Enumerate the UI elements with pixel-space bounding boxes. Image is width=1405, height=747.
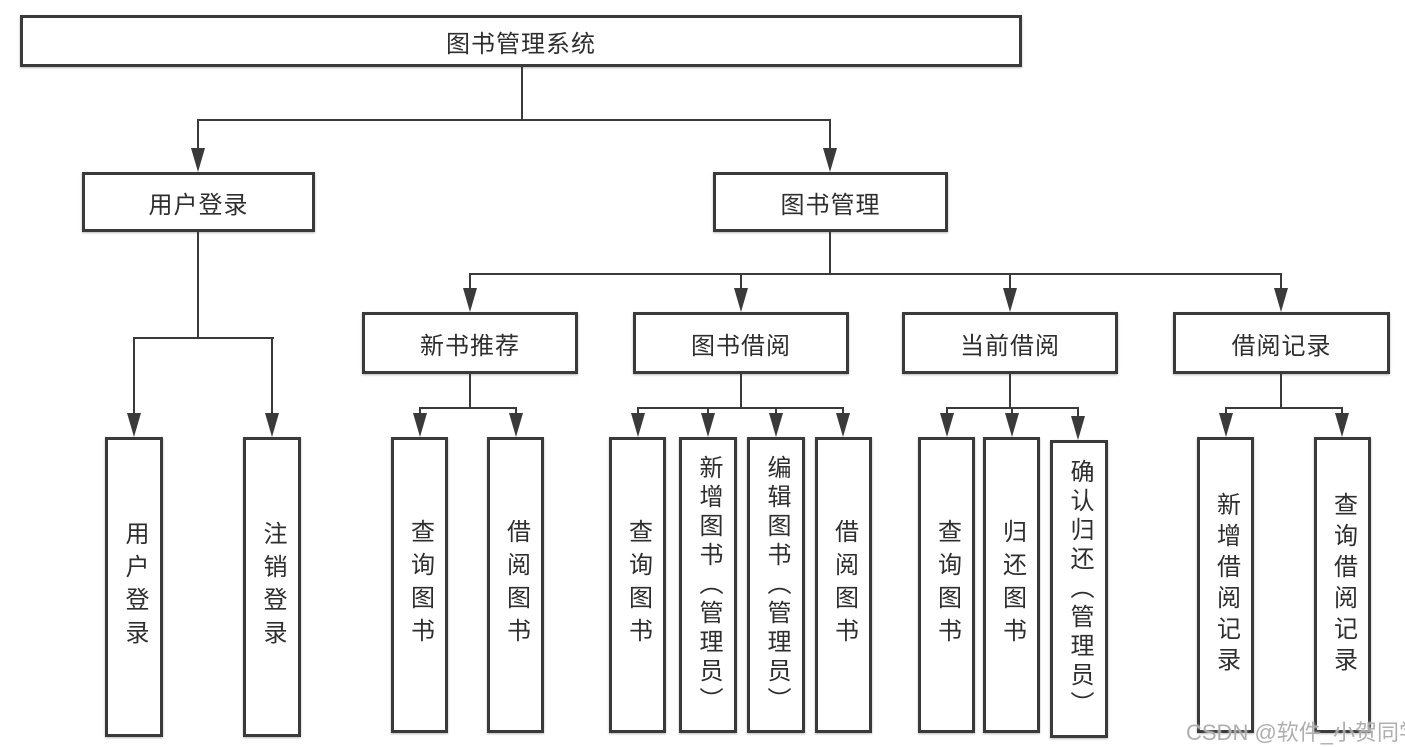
arrow-down-icon [1005,413,1019,437]
connector-nbr-query-shaft [419,407,421,415]
arrow-down-icon [265,413,279,437]
csdn-watermark: CSDN @软件_小贺同学 [1186,720,1405,745]
connector-nbr-hline [419,407,517,409]
node-cb-return-book: 归还图书 [983,437,1040,733]
node-bb-query-book: 查询图书 [609,437,666,733]
node-bb-add-book-label: 新增图书（管理员） [695,454,722,716]
connector-borrow-records-shaft [1280,273,1282,290]
connector-bb-stem [740,374,742,407]
node-bb-borrow-book-label: 借阅图书 [830,519,858,651]
connector-nbr-stem [469,374,471,407]
connector-book-borrow-shaft [740,273,742,290]
arrow-down-icon [1219,413,1233,437]
node-logout-label: 注销登录 [259,521,286,653]
connector-br-stem [1280,374,1282,407]
connector-level2-hline [469,273,1282,275]
node-bb-edit-book-label: 编辑图书（管理员） [763,454,790,716]
connector-cb-query-shaft [946,407,948,415]
arrow-down-icon [631,413,645,437]
arrow-down-icon [734,288,748,312]
node-book-borrow: 图书借阅 [633,312,849,374]
node-nbr-query-book: 查询图书 [391,437,448,733]
connector-user-login-shaft [197,119,199,152]
arrow-down-icon [413,413,427,437]
node-cb-return-book-label: 归还图书 [998,519,1026,651]
node-bb-add-book: 新增图书（管理员） [679,437,737,733]
connector-bb-add-shaft [707,407,709,415]
node-br-add-record-label: 新增借阅记录 [1212,492,1240,678]
node-book-borrow-label: 图书借阅 [691,332,791,360]
arrow-down-icon [836,413,850,437]
arrow-down-icon [1335,413,1349,437]
connector-level1-hline [197,119,831,121]
node-bb-borrow-book: 借阅图书 [815,437,872,733]
node-nbr-borrow-book-label: 借阅图书 [502,519,530,651]
connector-bb-edit-shaft [775,407,777,415]
node-br-query-record: 查询借阅记录 [1314,437,1371,733]
connector-current-borrow-shaft [1009,273,1011,290]
node-cb-confirm-return-label: 确认归还（管理员） [1066,458,1093,720]
node-user-login-label: 用户登录 [148,191,249,219]
node-login: 用户登录 [105,437,163,737]
node-nbr-query-book-label: 查询图书 [406,519,434,651]
arrow-down-icon [463,288,477,312]
connector-book-mgmt-shaft [829,119,831,152]
connector-logout-shaft [271,337,273,415]
arrow-down-icon [1274,288,1288,312]
arrow-down-icon [701,413,715,437]
node-current-borrow: 当前借阅 [902,312,1118,374]
node-book-mgmt-label: 图书管理 [780,191,881,219]
node-borrow-records-label: 借阅记录 [1231,332,1332,360]
node-root: 图书管理系统 [20,15,1022,67]
connector-root-stem [521,67,523,120]
connector-bb-hline [637,407,844,409]
connector-bb-query-shaft [637,407,639,415]
node-br-query-record-label: 查询借阅记录 [1329,492,1357,678]
arrow-down-icon [823,148,837,172]
node-cb-query-book-label: 查询图书 [933,519,961,651]
node-root-label: 图书管理系统 [446,30,596,58]
node-logout: 注销登录 [243,437,301,737]
node-login-label: 用户登录 [121,521,148,653]
node-cb-confirm-return: 确认归还（管理员） [1050,440,1108,738]
connector-cb-confirm-shaft [1077,407,1079,418]
connector-user-login-stem [197,232,199,339]
connector-login-shaft [133,337,135,415]
node-br-add-record: 新增借阅记录 [1197,437,1254,733]
arrow-down-icon [940,413,954,437]
node-new-book-rec-label: 新书推荐 [420,332,520,360]
node-new-book-rec: 新书推荐 [362,312,578,374]
node-book-mgmt: 图书管理 [713,172,948,232]
arrow-down-icon [191,148,205,172]
connector-bb-borrow-shaft [842,407,844,415]
connector-new-book-shaft [469,273,471,290]
node-bb-edit-book: 编辑图书（管理员） [747,437,805,733]
connector-br-add-shaft [1225,407,1227,415]
connector-cb-stem [1009,374,1011,407]
connector-br-hline [1225,407,1343,409]
connector-book-mgmt-stem [829,232,831,275]
arrow-down-icon [127,413,141,437]
connector-login-hline [133,337,274,339]
node-current-borrow-label: 当前借阅 [960,332,1060,360]
connector-nbr-borrow-shaft [515,407,517,415]
node-borrow-records: 借阅记录 [1173,312,1390,374]
node-bb-query-book-label: 查询图书 [624,519,652,651]
node-cb-query-book: 查询图书 [918,437,975,733]
connector-br-query-shaft [1341,407,1343,415]
node-user-login: 用户登录 [82,172,315,232]
arrow-down-icon [769,413,783,437]
arrow-down-icon [1071,416,1085,440]
connector-cb-return-shaft [1011,407,1013,415]
arrow-down-icon [1003,288,1017,312]
node-nbr-borrow-book: 借阅图书 [487,437,544,733]
arrow-down-icon [509,413,523,437]
